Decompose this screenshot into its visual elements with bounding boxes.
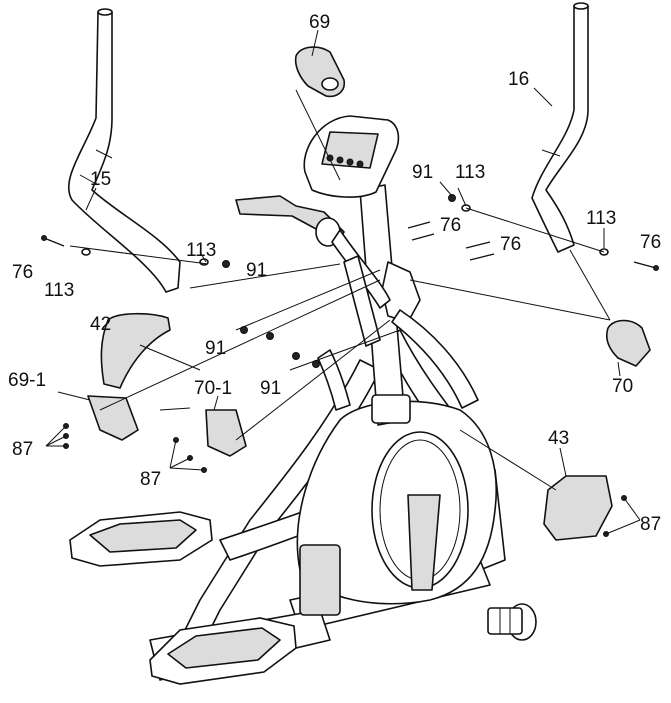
- callout-69-1: 69-1: [8, 370, 46, 391]
- callout-76-center-a: 76: [440, 215, 461, 236]
- callout-70-1: 70-1: [194, 378, 232, 399]
- lower-arm-links: [317, 255, 479, 411]
- callout-70: 70: [612, 376, 633, 397]
- tension-knob: [487, 603, 537, 641]
- cover-70-1: [205, 409, 247, 457]
- callout-15: 15: [90, 169, 111, 190]
- callout-76-right: 76: [640, 232, 661, 253]
- callout-labels: 69 15 16 91 113 113 76 76 76 76 113 113 …: [8, 12, 661, 535]
- callout-113-top: 113: [455, 162, 485, 183]
- callout-16: 16: [508, 69, 529, 90]
- callout-87-center: 87: [140, 469, 161, 490]
- callout-113-left-top: 113: [186, 240, 216, 261]
- callout-91-left: 91: [246, 260, 267, 281]
- callout-113-right: 113: [586, 208, 616, 229]
- left-handlebar-arm: [67, 8, 181, 293]
- callout-43: 43: [548, 428, 569, 449]
- leader-lines: [45, 29, 641, 535]
- callout-87-left: 87: [12, 439, 33, 460]
- callout-113-left-bottom: 113: [44, 280, 74, 301]
- callout-91-mid-a: 91: [205, 338, 226, 359]
- fastener-bolts: [41, 221, 659, 271]
- callout-87-right: 87: [640, 514, 661, 535]
- cover-69: [294, 46, 346, 98]
- right-handlebar-arm: [531, 2, 589, 253]
- flywheel-housing: [296, 400, 498, 616]
- cover-69-1: [87, 395, 139, 441]
- left-pedal: [69, 511, 213, 567]
- cover-43: [543, 475, 613, 541]
- callout-76-center-b: 76: [500, 234, 521, 255]
- callout-76-left: 76: [12, 262, 33, 283]
- cover-70: [605, 319, 651, 367]
- callout-91-mid-b: 91: [260, 378, 281, 399]
- right-pedal: [149, 617, 297, 685]
- callout-69: 69: [309, 12, 330, 33]
- callout-42: 42: [90, 314, 111, 335]
- cover-42: [100, 312, 171, 389]
- callout-91-top: 91: [412, 162, 433, 183]
